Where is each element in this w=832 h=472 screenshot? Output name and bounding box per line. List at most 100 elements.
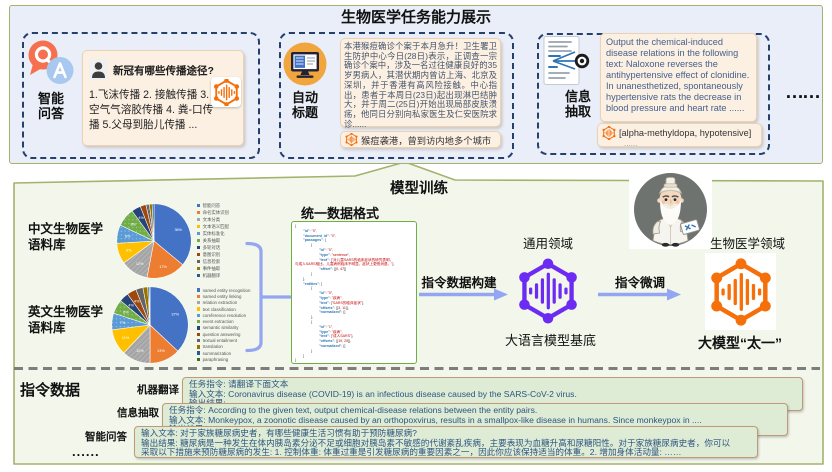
instruction-line: 输入文本: 对于家族糖尿病史者，有哪些健康生活习惯有助于预防糖尿病? bbox=[141, 428, 417, 438]
legend-item: paraphrasing bbox=[197, 356, 250, 362]
more-instructions-ellipsis: ...... bbox=[72, 444, 100, 459]
svg-text:17%: 17% bbox=[159, 265, 167, 269]
finetune-label: 指令微调 bbox=[614, 276, 665, 290]
qa-task-box bbox=[22, 32, 260, 159]
legend-item: summarization bbox=[197, 350, 250, 356]
legend-item: 智能问答 bbox=[197, 202, 229, 209]
legend-item: translation bbox=[197, 344, 250, 350]
legend-item: 关系抽取 bbox=[197, 237, 229, 244]
instruction-line: 输出结果: 糖尿病是一种发生在体内胰岛素分泌不足或细胞对胰岛素不敏感的代谢紊乱疾… bbox=[141, 437, 731, 448]
title-task-box bbox=[279, 32, 514, 159]
svg-text:36%: 36% bbox=[174, 228, 182, 232]
legend-item: 实体标准化 bbox=[197, 230, 229, 237]
legend-item: 命名实体识别 bbox=[197, 209, 229, 216]
qa-question: 新冠有哪些传播途径? bbox=[113, 65, 214, 77]
svg-text:8%: 8% bbox=[131, 222, 137, 226]
svg-text:4%: 4% bbox=[138, 216, 144, 220]
svg-text:4%: 4% bbox=[134, 298, 140, 303]
instruction-line: 输入文本: Monkeypox, a zoonotic disease caus… bbox=[169, 414, 702, 425]
taiyi-model-icon bbox=[710, 257, 771, 326]
qa-icon bbox=[28, 40, 74, 84]
legend-item: text classification bbox=[197, 306, 250, 312]
qa-answer: 1.飞沫传播 2. 接触传播 3. 空气气溶胶传播 4. 粪-口传播 5.父母到… bbox=[89, 89, 214, 131]
section-divider bbox=[14, 367, 820, 370]
base-model-icon bbox=[519, 258, 577, 324]
ie-task-label: 信息抽取 bbox=[564, 89, 591, 119]
biomed-domain-label: 生物医学领域 bbox=[709, 237, 785, 251]
svg-text:37%: 37% bbox=[171, 312, 179, 317]
legend-item: 事件抽取 bbox=[197, 265, 229, 272]
taiyi-model-label: 大模型“太一” bbox=[698, 335, 782, 351]
legend-item: 文本分类 bbox=[197, 216, 229, 223]
user-icon bbox=[89, 59, 108, 80]
instruction-build-arrow bbox=[419, 288, 508, 301]
svg-text:6%: 6% bbox=[123, 309, 129, 314]
legend-item: textual entailment bbox=[197, 337, 250, 343]
row-label-ie: 信息抽取 bbox=[117, 407, 159, 419]
training-section-title: 模型训练 bbox=[390, 181, 448, 197]
ie-passage-box: Output the chemical-induced disease rela… bbox=[600, 33, 757, 122]
brace-connector bbox=[245, 241, 292, 353]
title-task-label: 自动标题 bbox=[291, 90, 318, 120]
svg-text:7%: 7% bbox=[120, 320, 126, 325]
taiyi-logo-icon bbox=[602, 126, 616, 140]
instruction-row-qa: 输入文本: 对于家族糖尿病史者，有哪些健康生活习惯有助于预防糖尿病?输出结果: … bbox=[134, 426, 758, 458]
zh-corpus-label: 中文生物医学语料库 bbox=[28, 222, 104, 252]
title-result-box: 猴痘袭港，曾到访内地多个城市 bbox=[340, 131, 501, 148]
svg-text:4%: 4% bbox=[128, 303, 134, 308]
legend-item: semantic similarity bbox=[197, 325, 250, 331]
legend-item: 意图识别 bbox=[197, 251, 229, 258]
title-passage-box: 本港猴痘确诊个案于本月急升！卫生署卫生防护中心今日(28日)表示，正调查一宗确诊… bbox=[340, 38, 501, 129]
taiyi-logo-icon bbox=[213, 78, 239, 106]
en-corpus-pie: 37%13%12%11%7%6%4%4% bbox=[111, 286, 189, 364]
zh-corpus-legend: 智能问答命名实体识别文本分类文本语义匹配实体标准化关系抽取多轮对话意图识别信息检… bbox=[197, 202, 229, 279]
finetune-arrow bbox=[598, 288, 681, 301]
title-passage-text: 本港猴痘确诊个案于本月急升！卫生署卫生防护中心今日(28日)表示，正调查一宗确诊… bbox=[344, 41, 497, 129]
zh-corpus-pie: 36%17%12%9%8%8%4% bbox=[116, 203, 192, 279]
base-model-label: 大语言模型基底 bbox=[504, 333, 596, 348]
instruction-line: 输入文本: Coronavirus disease (COVID-19) is … bbox=[189, 388, 577, 399]
legend-item: 文本语义匹配 bbox=[197, 223, 229, 230]
legend-item: 多轮对话 bbox=[197, 244, 229, 251]
ie-result-box: [alpha-methyldopa, hypotensive] ...... bbox=[597, 123, 762, 148]
legend-item: named entity recognition bbox=[197, 287, 250, 293]
svg-text:12%: 12% bbox=[136, 262, 144, 266]
instruction-line: 采取以下措施来预防糖尿病的发生: 1. 控制体重: 体重过重是引发糖尿病的重要因… bbox=[141, 447, 682, 458]
unified-format-code-box: { "id": "0", "document_id": "0", "passag… bbox=[291, 221, 417, 364]
row-label-translation: 机器翻译 bbox=[137, 384, 179, 396]
legend-item: relation extraction bbox=[197, 300, 250, 306]
document-extraction-icon bbox=[543, 36, 590, 85]
instruction-line: 任务指令: According to the given text, outpu… bbox=[169, 405, 538, 415]
legend-item: 信息检索 bbox=[197, 258, 229, 265]
monitor-icon bbox=[283, 42, 327, 86]
svg-text:9%: 9% bbox=[126, 249, 132, 253]
instruction-data-title: 指令数据 bbox=[20, 382, 81, 399]
legend-item: coreference resolution bbox=[197, 312, 250, 318]
ie-result-more: ...... bbox=[624, 139, 638, 148]
row-label-qa: 智能问答 bbox=[85, 431, 127, 443]
ie-result-text: [alpha-methyldopa, hypotensive] bbox=[619, 128, 752, 138]
taiyi-logo-icon bbox=[345, 133, 358, 146]
unified-format-title: 统一数据格式 bbox=[300, 206, 379, 221]
taiyi-model-card bbox=[705, 253, 776, 330]
svg-text:8%: 8% bbox=[125, 235, 131, 239]
ie-passage-text: Output the chemical-induced disease rela… bbox=[606, 37, 750, 113]
svg-text:11%: 11% bbox=[122, 335, 130, 340]
qa-task-label: 智能问答 bbox=[37, 91, 64, 121]
svg-text:12%: 12% bbox=[136, 348, 144, 353]
legend-item: named entity linking bbox=[197, 293, 250, 299]
legend-item: 机器翻译 bbox=[197, 272, 229, 279]
general-domain-label: 通用领域 bbox=[522, 237, 573, 251]
legend-item: event extraction bbox=[197, 318, 250, 324]
title-result-text: 猴痘袭港，曾到访内地多个城市 bbox=[361, 135, 492, 146]
svg-text:13%: 13% bbox=[157, 348, 165, 353]
capability-panel-title: 生物医学任务能力展示 bbox=[340, 9, 491, 26]
en-corpus-label: 英文生物医学语料库 bbox=[28, 305, 104, 335]
legend-item: question answering bbox=[197, 331, 250, 337]
instruction-build-label: 指令数据构建 bbox=[421, 276, 497, 290]
unified-format-code: { "id": "0", "document_id": "0", "passag… bbox=[295, 224, 395, 363]
more-tasks-ellipsis: …… bbox=[785, 82, 821, 103]
qa-content-box: 新冠有哪些传播途径? 1.飞沫传播 2. 接触传播 3. 空气气溶胶传播 4. … bbox=[82, 50, 244, 146]
